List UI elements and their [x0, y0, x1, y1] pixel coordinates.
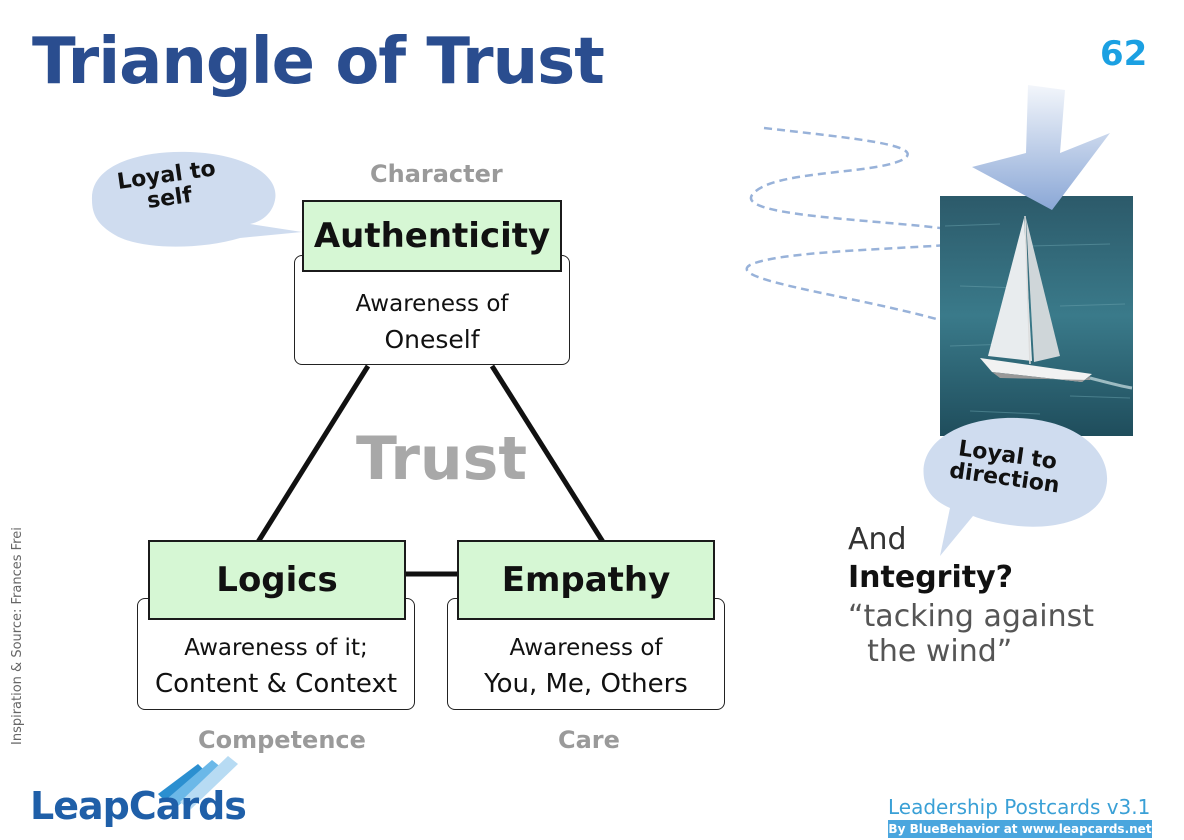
logics-line-1: Awareness of it; — [184, 635, 368, 661]
down-arrow-icon — [972, 85, 1110, 210]
loyal-to-direction-bubble — [923, 417, 1108, 556]
leapcards-logo-icon — [158, 756, 238, 810]
page-title: Triangle of Trust — [32, 25, 605, 99]
authenticity-line-1: Awareness of — [355, 291, 509, 317]
authenticity-description-box: Awareness of Oneself — [294, 255, 570, 365]
and-label: And — [848, 522, 907, 557]
logics-heading-box: Logics — [148, 540, 406, 620]
empathy-heading-box: Empathy — [457, 540, 715, 620]
page-number: 62 — [1100, 34, 1148, 74]
integrity-label: Integrity? — [848, 560, 1014, 595]
connector-left — [255, 364, 371, 544]
sailboat-photo — [940, 196, 1133, 436]
category-competence: Competence — [198, 726, 366, 754]
authenticity-heading-box: Authenticity — [302, 200, 562, 272]
footer-title: Leadership Postcards v3.1 — [888, 795, 1151, 819]
connector-right — [489, 364, 606, 544]
authenticity-line-2: Oneself — [384, 325, 480, 354]
empathy-line-1: Awareness of — [509, 635, 663, 661]
leapcards-logo: LeapCards — [30, 784, 247, 828]
tacking-quote: “tacking against the wind” — [848, 599, 1095, 669]
loyal-to-self-bubble — [91, 151, 303, 247]
empathy-line-2: You, Me, Others — [484, 669, 688, 699]
footer-subtitle: By BlueBehavior at www.leapcards.net — [888, 820, 1152, 838]
logics-line-2: Content & Context — [154, 669, 398, 699]
category-care: Care — [558, 726, 620, 754]
center-trust-label: Trust — [356, 424, 528, 494]
wind-path-lines — [745, 126, 986, 322]
category-character: Character — [370, 160, 503, 188]
